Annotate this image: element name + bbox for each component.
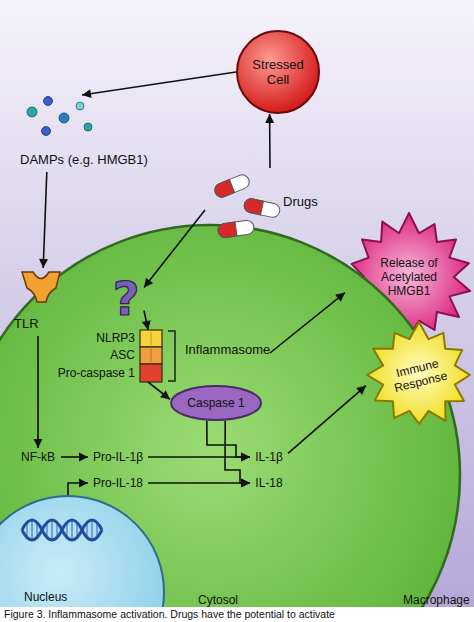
arrow-line <box>288 386 366 454</box>
nlrp3-unit: NLRP3 <box>55 330 162 347</box>
release-star-label: Release of Acetylated HMGB1 <box>372 256 446 298</box>
mature-cytokine-label: IL-1β <box>255 450 283 464</box>
arrow-head <box>144 278 153 288</box>
arrow-head <box>265 114 274 123</box>
signal-arrow <box>265 114 274 168</box>
transcription-factor-label: NF-kB <box>21 450 55 464</box>
arrow-line <box>61 456 88 458</box>
macrophage-cell-shape <box>0 225 460 622</box>
damp-particles <box>27 97 92 136</box>
signal-arrow <box>82 72 236 98</box>
arrow-line <box>148 482 250 484</box>
precursor-cytokine-label: Pro-IL-18 <box>93 476 143 490</box>
signal-arrow <box>34 336 43 448</box>
arrow-head <box>241 453 250 462</box>
stressed-cell-shape <box>237 31 319 113</box>
caspase-enzyme-shape <box>171 386 261 420</box>
precursor-cytokine: Pro-IL-1β <box>88 448 148 466</box>
arrow-head <box>79 479 88 488</box>
signal-arrow <box>39 172 48 268</box>
stressed-cell: Stressed Cell <box>236 30 320 114</box>
signal-arrow <box>270 293 345 353</box>
arrow-line <box>43 172 47 268</box>
tlr-receptor-shape <box>22 272 60 302</box>
arrow-line <box>144 311 148 331</box>
arrow-line <box>68 483 88 495</box>
arrow-head <box>79 453 88 462</box>
caspase-enzyme-label: Caspase 1 <box>187 396 244 410</box>
inflammasome-bracket <box>168 331 175 381</box>
drug-pills <box>213 173 281 239</box>
caption-holder: Figure 3. Inflammasome activation. Drugs… <box>4 608 335 621</box>
tlr-node-label: TLR <box>14 316 62 331</box>
caspase-enzyme: Caspase 1 <box>170 385 262 421</box>
nucleus: Nucleus <box>0 495 165 622</box>
pro-caspase-unit: Pro-caspase 1 <box>55 364 162 382</box>
arrow-line <box>148 456 250 458</box>
signal-arrow <box>207 421 250 462</box>
pro-caspase-unit-label: Pro-caspase 1 <box>55 366 135 380</box>
inflammasome-complex: Inflammasome NLRP3ASC Pro-caspase 1 <box>55 326 270 386</box>
precursor-cytokine: Pro-IL-18 <box>88 474 148 492</box>
unknown-mechanism-label: ? <box>113 276 140 322</box>
arrow-line <box>207 421 250 457</box>
inflammasome-complex-label: Inflammasome <box>185 342 270 357</box>
mature-cytokine: IL-18 <box>250 474 288 492</box>
asc-unit-label: ASC <box>55 348 135 362</box>
arrow-head <box>241 453 250 462</box>
nlrp3-unit-label: NLRP3 <box>55 331 135 345</box>
inflammasome-stack <box>140 330 162 382</box>
damps-node: DAMPs (e.g. HMGB1) <box>18 95 178 172</box>
signal-arrow <box>288 386 366 454</box>
figure-caption: Figure 3. Inflammasome activation. Drugs… <box>4 608 335 621</box>
signal-arrow <box>142 311 151 331</box>
mature-cytokine: IL-1β <box>250 448 288 466</box>
damps-node-label: DAMPs (e.g. HMGB1) <box>20 152 178 167</box>
signal-arrow <box>148 453 250 462</box>
arrow-line <box>269 114 271 168</box>
arrow-line <box>270 293 345 353</box>
arrow-line <box>82 72 236 95</box>
nucleus-shape <box>0 496 164 622</box>
arrow-head <box>356 386 366 395</box>
macrophage-cell-label: Macrophage <box>403 593 474 607</box>
mature-cytokine-label: IL-18 <box>255 476 282 490</box>
arrow-line <box>144 210 205 288</box>
arrow-line <box>148 382 170 399</box>
signal-arrow <box>148 382 170 399</box>
arrow-line <box>37 336 39 448</box>
immune-response-star-shape <box>367 322 470 424</box>
arrow-line <box>225 421 250 483</box>
signal-arrow <box>61 453 88 462</box>
arrow-head <box>241 479 250 488</box>
arrow-head <box>160 390 170 399</box>
nucleus-label: Nucleus <box>24 590 94 604</box>
signal-arrow <box>225 421 250 488</box>
arrow-head <box>82 89 92 98</box>
signal-arrow <box>144 210 205 288</box>
arrow-head <box>241 479 250 488</box>
immune-response-star: Immune Response <box>366 322 472 428</box>
precursor-cytokine-label: Pro-IL-1β <box>93 450 143 464</box>
dna-helix <box>22 520 102 540</box>
signal-arrow <box>68 479 88 496</box>
arrow-head <box>39 259 48 268</box>
asc-unit: ASC <box>55 347 162 364</box>
arrow-head <box>34 439 43 448</box>
drugs-node-label: Drugs <box>283 194 330 209</box>
transcription-factor: NF-kB <box>15 448 61 466</box>
unknown-mechanism: ? <box>108 276 144 322</box>
signal-arrow <box>148 479 250 488</box>
stressed-cell-label: Stressed Cell <box>248 57 308 87</box>
arrow-head <box>142 320 151 330</box>
macrophage-cell-label: Cytosol <box>198 593 258 607</box>
arrow-head <box>335 293 345 302</box>
